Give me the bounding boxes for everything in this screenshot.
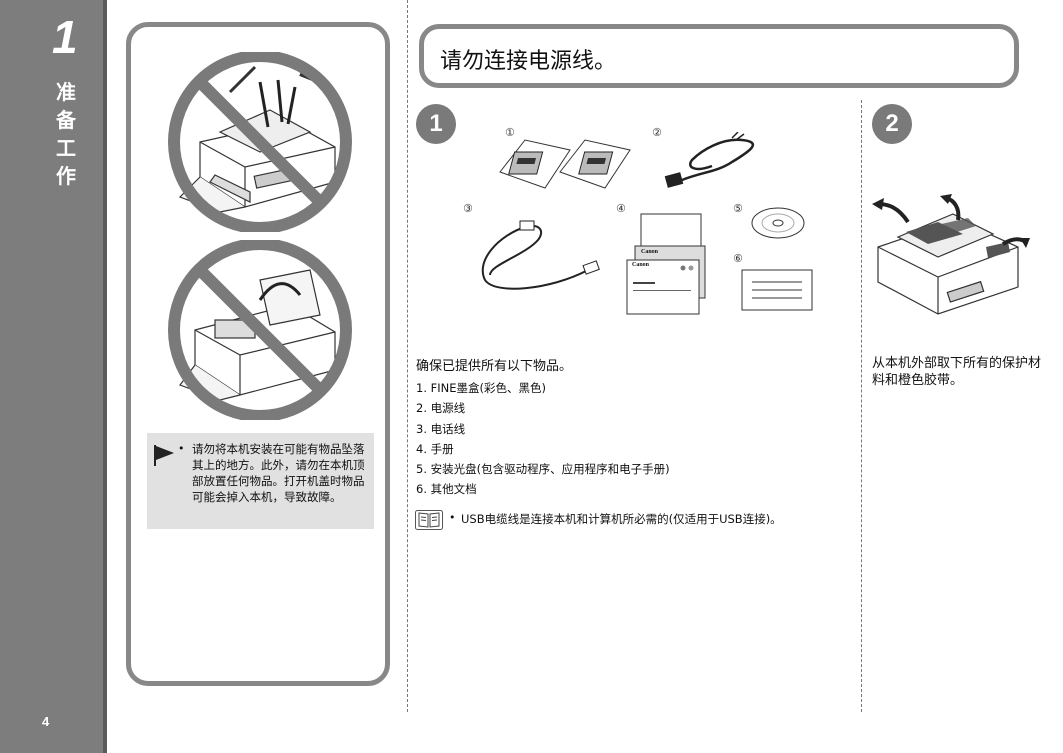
step-2-text: 从本机外部取下所有的保护材料和橙色胶带。 [872,356,1042,388]
step-1-badge: 1 [416,104,456,144]
list-item: 1. FINE墨盒(彩色、黑色) [416,381,546,395]
column-divider [407,0,408,712]
list-item: 2. 电源线 [416,401,466,416]
power-cord-illustration [664,132,755,188]
item-marker-5: ⑤ [733,202,743,215]
sidebar [0,0,107,753]
item-marker-1: ① [505,126,515,139]
item-marker-6: ⑥ [733,252,743,265]
manuals-illustration [626,213,706,315]
item-marker-2: ② [652,126,662,139]
caution-text: 请勿将本机安装在可能有物品坠落其上的地方。此外，请勿在本机顶部放置任何物品。打开… [192,442,365,504]
step-number: 1 [52,11,78,63]
other-documents-illustration [741,269,813,311]
page-number: 4 [42,714,50,729]
list-item: 5. 安装光盘(包含驱动程序、应用程序和电子手册) [416,462,670,477]
no-objects-open-cover-illustration [168,240,352,420]
ink-cartridges-illustration [499,139,631,189]
no-objects-on-printer-illustration [168,52,352,232]
list-item: 4. 手册 [416,441,454,456]
chapter-title: 准备工作 [56,80,76,188]
manual-brand-back: Canon [641,249,659,255]
title-box: 请勿连接电源线。 [419,24,1019,88]
manual-brand-front: Canon [632,262,650,268]
setup-cd-illustration [751,207,805,239]
sidebar-edge [103,0,107,753]
item-marker-3: ③ [463,202,473,215]
caution-flag-icon [154,445,174,466]
caution-box: • 请勿将本机安装在可能有物品坠落其上的地方。此外，请勿在本机顶部放置任何物品。… [147,433,374,529]
list-item: 6. 其他文档 [416,482,477,497]
usb-note: • USB电缆线是连接本机和计算机所必需的(仅适用于USB连接)。 [415,510,782,534]
step-1-intro: 确保已提供所有以下物品。 [416,359,573,374]
included-items-list: 1. FINE墨盒(彩色、黑色) 2. 电源线 3. 电话线 4. 手册 5. … [416,378,670,500]
telephone-cable-illustration [481,220,600,290]
usb-note-text: USB电缆线是连接本机和计算机所必需的(仅适用于USB连接)。 [461,512,782,526]
note-bullet: • [449,511,456,524]
step-2-badge: 2 [872,104,912,144]
caution-bullet: • [178,442,185,455]
item-marker-4: ④ [616,202,626,215]
list-item: 3. 电话线 [416,421,466,436]
remove-packing-tape-illustration [872,194,1030,315]
step-divider [861,100,862,712]
page-title: 请勿连接电源线。 [440,49,617,74]
note-book-icon [415,510,443,530]
